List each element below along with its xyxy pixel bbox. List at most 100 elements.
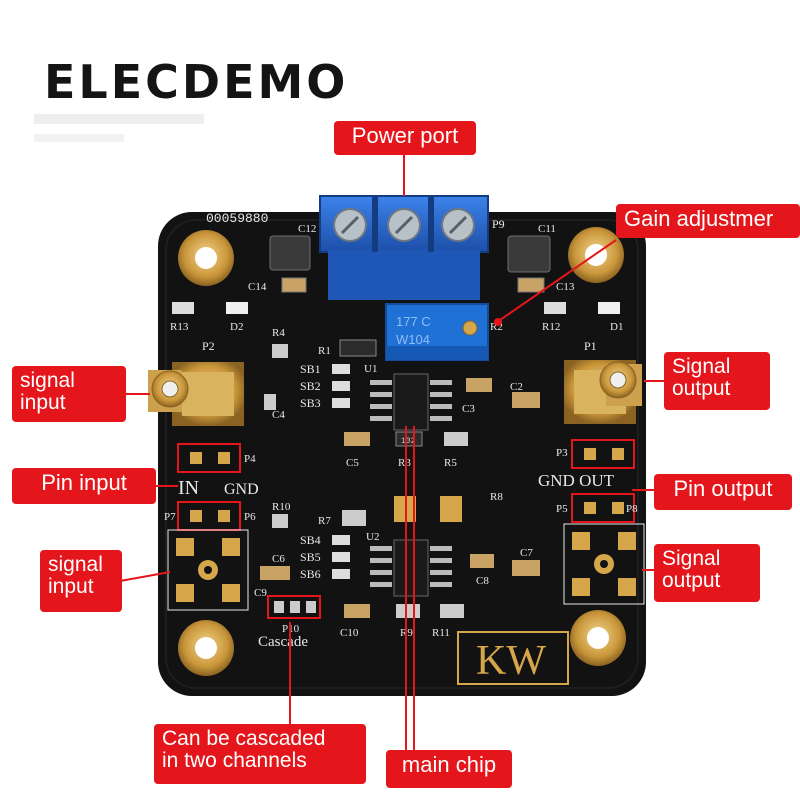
label-cascade: Cascade (258, 634, 308, 650)
label-in: IN (178, 477, 199, 499)
capacitor-c12 (269, 235, 311, 271)
label-c10: C10 (340, 627, 359, 639)
label-p4: P4 (244, 453, 256, 465)
label-c3: C3 (462, 403, 475, 415)
smd-r1 (339, 339, 377, 357)
kw-logo-box (457, 631, 569, 685)
solder-bridge-sb6 (332, 569, 350, 579)
pin-header-p5-p8 (571, 493, 635, 523)
chip-marking-r3: 102 (401, 437, 416, 446)
callout-main-chip: main chip (386, 750, 512, 788)
label-p3: P3 (556, 447, 568, 459)
smd-c13 (517, 277, 545, 293)
pad-r8-b (440, 496, 462, 522)
label-p6-left: P6 (244, 511, 256, 523)
label-sb1: SB1 (300, 362, 321, 376)
smd-c10 (344, 604, 370, 618)
pin-header-p3 (571, 439, 635, 469)
cascade-header-p10 (267, 595, 321, 619)
smd-r9 (396, 604, 420, 618)
label-c11: C11 (538, 223, 556, 235)
smd-r10 (272, 514, 288, 528)
smd-r11 (440, 604, 464, 618)
label-c8: C8 (476, 575, 489, 587)
callout-pin-output: Pin output (654, 474, 792, 510)
chip-u1 (370, 373, 452, 431)
label-p8: P8 (626, 503, 638, 515)
smd-c3 (466, 378, 492, 392)
label-r5: R5 (444, 457, 457, 469)
smd-r7 (342, 510, 366, 526)
callout-signal-output-top: Signal output (664, 352, 770, 410)
label-r11: R11 (432, 627, 450, 639)
label-sb4: SB4 (300, 533, 321, 547)
callout-power-port: Power port (334, 121, 476, 155)
gain-potentiometer: 177 C W104 (385, 303, 489, 361)
led-d2 (226, 302, 248, 314)
callout-gain-adjust: Gain adjustmer (616, 204, 800, 238)
label-d2: D2 (230, 321, 243, 333)
callout-signal-input-top: signal input (12, 366, 126, 422)
label-sb3: SB3 (300, 396, 321, 410)
label-p5: P5 (556, 503, 568, 515)
callout-cascade: Can be cascaded in two channels (154, 724, 366, 784)
solder-bridge-sb5 (332, 552, 350, 562)
callout-pin-input: Pin input (12, 468, 156, 504)
sma-footprint-right (563, 523, 645, 605)
label-r3: R3 (398, 457, 411, 469)
smd-r13 (172, 302, 194, 314)
label-gnd-left: GND (224, 481, 259, 498)
label-r8: R8 (490, 491, 503, 503)
callout-signal-output-bottom: Signal output (654, 544, 760, 602)
label-c7: C7 (520, 547, 533, 559)
label-sb5: SB5 (300, 550, 321, 564)
smd-c5 (344, 432, 370, 446)
pot-marking-2: W104 (396, 332, 430, 347)
callout-signal-input-bottom: signal input (40, 550, 122, 612)
label-sb6: SB6 (300, 567, 321, 581)
label-c4: C4 (272, 409, 285, 421)
label-r13: R13 (170, 321, 189, 333)
label-u1: U1 (364, 363, 377, 375)
smd-c8 (470, 554, 494, 568)
smd-r5 (444, 432, 468, 446)
sma-connector-p1 (564, 360, 642, 424)
capacitor-c11 (507, 235, 551, 273)
label-p7: P7 (164, 511, 176, 523)
board-serial: 00059880 (206, 211, 268, 226)
led-d1 (598, 302, 620, 314)
label-p1: P1 (584, 339, 597, 353)
faded-brand-subtext (34, 114, 204, 142)
mounting-hole-bottom-right (570, 610, 626, 666)
pin-header-p4 (177, 443, 241, 473)
callout-leader-lines (119, 155, 664, 750)
label-c6: C6 (272, 553, 285, 565)
solder-bridge-sb4 (332, 535, 350, 545)
label-r12: R12 (542, 321, 560, 333)
brand-logo: ELECDEMO (44, 55, 349, 109)
kw-logo: KW (476, 638, 546, 684)
smd-c14 (281, 277, 307, 293)
sma-footprint-left (167, 529, 249, 611)
smd-r3 (395, 431, 423, 447)
label-c12: C12 (298, 223, 316, 235)
label-r4: R4 (272, 327, 285, 339)
smd-r4 (272, 344, 288, 358)
power-terminal-block (319, 195, 489, 300)
label-c13: C13 (556, 281, 575, 293)
solder-bridge-sb3 (332, 398, 350, 408)
label-p2: P2 (202, 339, 215, 353)
smd-c2 (512, 392, 540, 408)
smd-r12 (544, 302, 566, 314)
label-c14: C14 (248, 281, 267, 293)
main-chip-u2 (370, 539, 452, 597)
label-p9: P9 (492, 217, 505, 231)
label-r7: R7 (318, 515, 331, 527)
label-sb2: SB2 (300, 379, 321, 393)
smd-c6 (260, 566, 290, 580)
label-u2: U2 (366, 531, 379, 543)
label-d1: D1 (610, 321, 623, 333)
label-c2: C2 (510, 381, 523, 393)
